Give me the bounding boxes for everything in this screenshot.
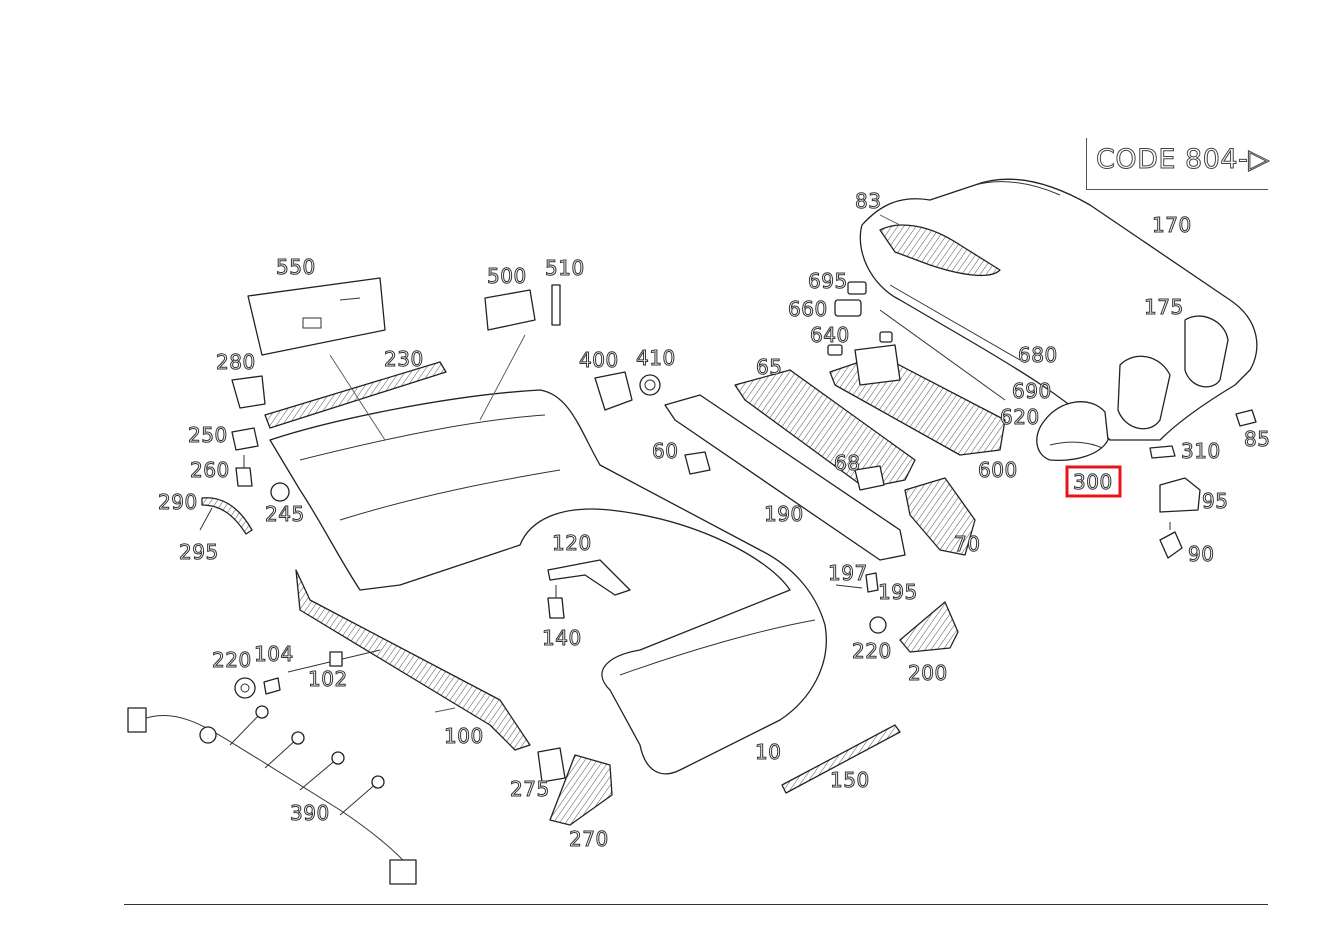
part-275-clip[interactable]	[537, 747, 566, 783]
part-197-pin[interactable]	[835, 584, 863, 589]
callout-310[interactable]: 310	[1181, 439, 1221, 464]
callout-85[interactable]: 85	[1244, 427, 1271, 452]
callout-620[interactable]: 620	[1000, 405, 1040, 430]
callout-275[interactable]: 275	[510, 777, 550, 802]
part-195-clip[interactable]	[865, 572, 879, 593]
callout-10[interactable]: 10	[755, 740, 782, 765]
callout-510[interactable]: 510	[545, 256, 585, 281]
part-270-bracket[interactable]	[549, 754, 613, 826]
part-500-module[interactable]	[484, 289, 536, 331]
part-400-sensor[interactable]	[594, 371, 633, 411]
callout-104[interactable]: 104	[254, 642, 294, 667]
part-260-screw[interactable]	[235, 455, 253, 487]
callout-260[interactable]: 260	[190, 458, 230, 483]
callout-230[interactable]: 230	[384, 347, 424, 372]
callout-197[interactable]: 197	[828, 561, 868, 586]
part-295-screw[interactable]	[199, 507, 213, 531]
part-10-bumper-cover[interactable]	[269, 389, 827, 775]
part-95-retainer[interactable]	[1159, 477, 1201, 513]
leader-lines	[329, 214, 901, 713]
callout-60[interactable]: 60	[652, 439, 679, 464]
callout-68[interactable]: 68	[834, 451, 861, 476]
callout-175[interactable]: 175	[1144, 295, 1184, 320]
part-510-strip[interactable]	[551, 284, 561, 326]
part-70-side-bracket[interactable]	[904, 477, 976, 556]
part-190-reinforcement[interactable]	[664, 394, 906, 561]
callout-660[interactable]: 660	[788, 297, 828, 322]
callout-410[interactable]: 410	[636, 346, 676, 371]
part-220-nut-left[interactable]	[234, 677, 256, 699]
callout-695[interactable]: 695	[808, 269, 848, 294]
bottom-divider	[124, 904, 1268, 905]
callout-300[interactable]: 300	[1073, 470, 1113, 495]
callout-190[interactable]: 190	[764, 502, 804, 527]
part-220-washer-right[interactable]	[869, 616, 887, 634]
callout-95[interactable]: 95	[1202, 489, 1229, 514]
part-200-side-bracket[interactable]	[899, 601, 959, 653]
part-250-clip[interactable]	[231, 427, 259, 451]
part-120-bracket[interactable]	[547, 559, 631, 596]
part-102-bolt[interactable]	[287, 649, 381, 673]
callout-500[interactable]: 500	[487, 264, 527, 289]
part-410-ring[interactable]	[639, 374, 661, 396]
part-290-strip[interactable]	[201, 497, 253, 535]
part-390-wiring-harness[interactable]	[127, 705, 417, 885]
callout-245[interactable]: 245	[265, 502, 305, 527]
code-label: CODE 804-▷	[1096, 144, 1270, 176]
callout-70[interactable]: 70	[954, 532, 981, 557]
code-label-frame	[1086, 138, 1268, 190]
part-695-660-640-sensors[interactable]	[827, 281, 901, 386]
part-68-bracket[interactable]	[854, 465, 885, 491]
callout-200[interactable]: 200	[908, 661, 948, 686]
callout-220-right[interactable]: 220	[852, 639, 892, 664]
callout-680[interactable]: 680	[1018, 343, 1058, 368]
callout-90[interactable]: 90	[1188, 542, 1215, 567]
callout-150[interactable]: 150	[830, 768, 870, 793]
part-90-screw[interactable]	[1159, 522, 1183, 559]
part-245-nut[interactable]	[270, 482, 290, 502]
part-150-strip[interactable]	[781, 724, 901, 794]
callout-640[interactable]: 640	[810, 323, 850, 348]
part-300-exhaust-trim[interactable]	[1036, 401, 1109, 461]
callout-290[interactable]: 290	[158, 490, 198, 515]
callout-250[interactable]: 250	[188, 423, 228, 448]
callout-140[interactable]: 140	[542, 626, 582, 651]
callout-390[interactable]: 390	[290, 801, 330, 826]
part-85-plug[interactable]	[1235, 409, 1257, 427]
callout-labels: 83 170 175 550 500 510 695 660 640 680 6…	[158, 189, 1271, 852]
part-550-label[interactable]	[247, 277, 386, 356]
callout-65[interactable]: 65	[756, 355, 783, 380]
callout-195[interactable]: 195	[878, 580, 918, 605]
part-680-rod[interactable]	[879, 284, 1021, 401]
callout-690[interactable]: 690	[1012, 379, 1052, 404]
callout-270[interactable]: 270	[569, 827, 609, 852]
callout-102[interactable]: 102	[308, 667, 348, 692]
part-104-washer[interactable]	[263, 677, 281, 695]
part-65-carrier[interactable]	[734, 369, 916, 489]
callout-220-left[interactable]: 220	[212, 648, 252, 673]
callout-100[interactable]: 100	[444, 724, 484, 749]
callout-83[interactable]: 83	[855, 189, 882, 214]
callout-280[interactable]: 280	[216, 350, 256, 375]
part-140-screw[interactable]	[547, 585, 565, 619]
callout-400[interactable]: 400	[579, 348, 619, 373]
callout-600[interactable]: 600	[978, 458, 1018, 483]
callout-295[interactable]: 295	[179, 540, 219, 565]
callout-120[interactable]: 120	[552, 531, 592, 556]
callout-300-highlight-box	[1065, 465, 1122, 498]
part-60-bracket[interactable]	[684, 451, 711, 475]
part-310-clip[interactable]	[1149, 445, 1176, 459]
callout-170[interactable]: 170	[1152, 213, 1192, 238]
part-170-rear-trim[interactable]	[859, 178, 1258, 441]
callout-550[interactable]: 550	[276, 255, 316, 280]
part-100-lower-strip[interactable]	[295, 569, 531, 751]
part-280-bracket[interactable]	[231, 375, 266, 409]
